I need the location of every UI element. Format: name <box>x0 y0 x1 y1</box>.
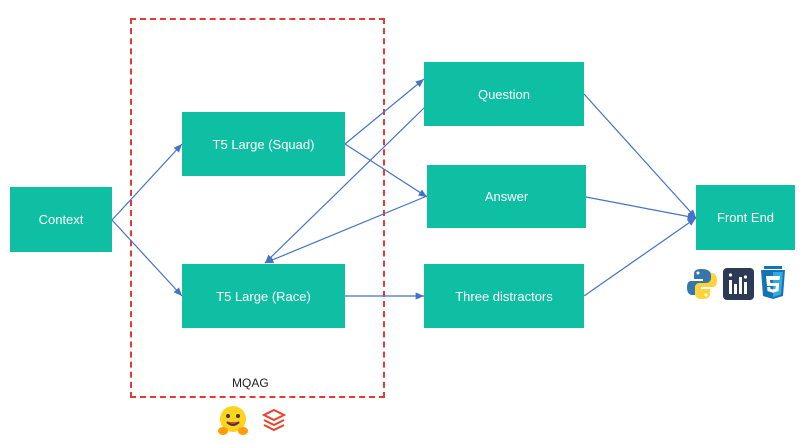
css3-icon <box>761 266 785 299</box>
arrow-question-to-frontend <box>583 93 697 219</box>
mqag-group-label: MQAG <box>232 376 269 390</box>
arrow-context-to-race <box>111 219 183 297</box>
node-t5-race: T5 Large (Race) <box>182 264 345 328</box>
stack-layers-icon <box>262 408 286 432</box>
node-front-end: Front End <box>696 185 795 250</box>
arrow-squad-to-question <box>344 78 425 145</box>
node-t5-squad: T5 Large (Squad) <box>182 112 345 176</box>
node-context: Context <box>10 187 112 252</box>
arrow-answer-to-race <box>264 195 428 264</box>
arrow-context-to-squad <box>111 143 183 221</box>
arrow-answer-to-frontend <box>585 196 697 220</box>
node-answer: Answer <box>427 165 586 228</box>
node-question: Question <box>424 62 584 126</box>
arrow-squad-to-answer <box>344 143 428 198</box>
hugging-face-icon <box>218 406 248 435</box>
python-icon <box>687 269 717 299</box>
mqag-group-frame <box>130 18 385 398</box>
plotly-dash-icon <box>723 268 754 300</box>
node-three-distractors: Three distractors <box>424 264 584 328</box>
arrow-question-to-race <box>264 107 425 264</box>
arrow-distractors-to-frontend <box>583 217 697 297</box>
